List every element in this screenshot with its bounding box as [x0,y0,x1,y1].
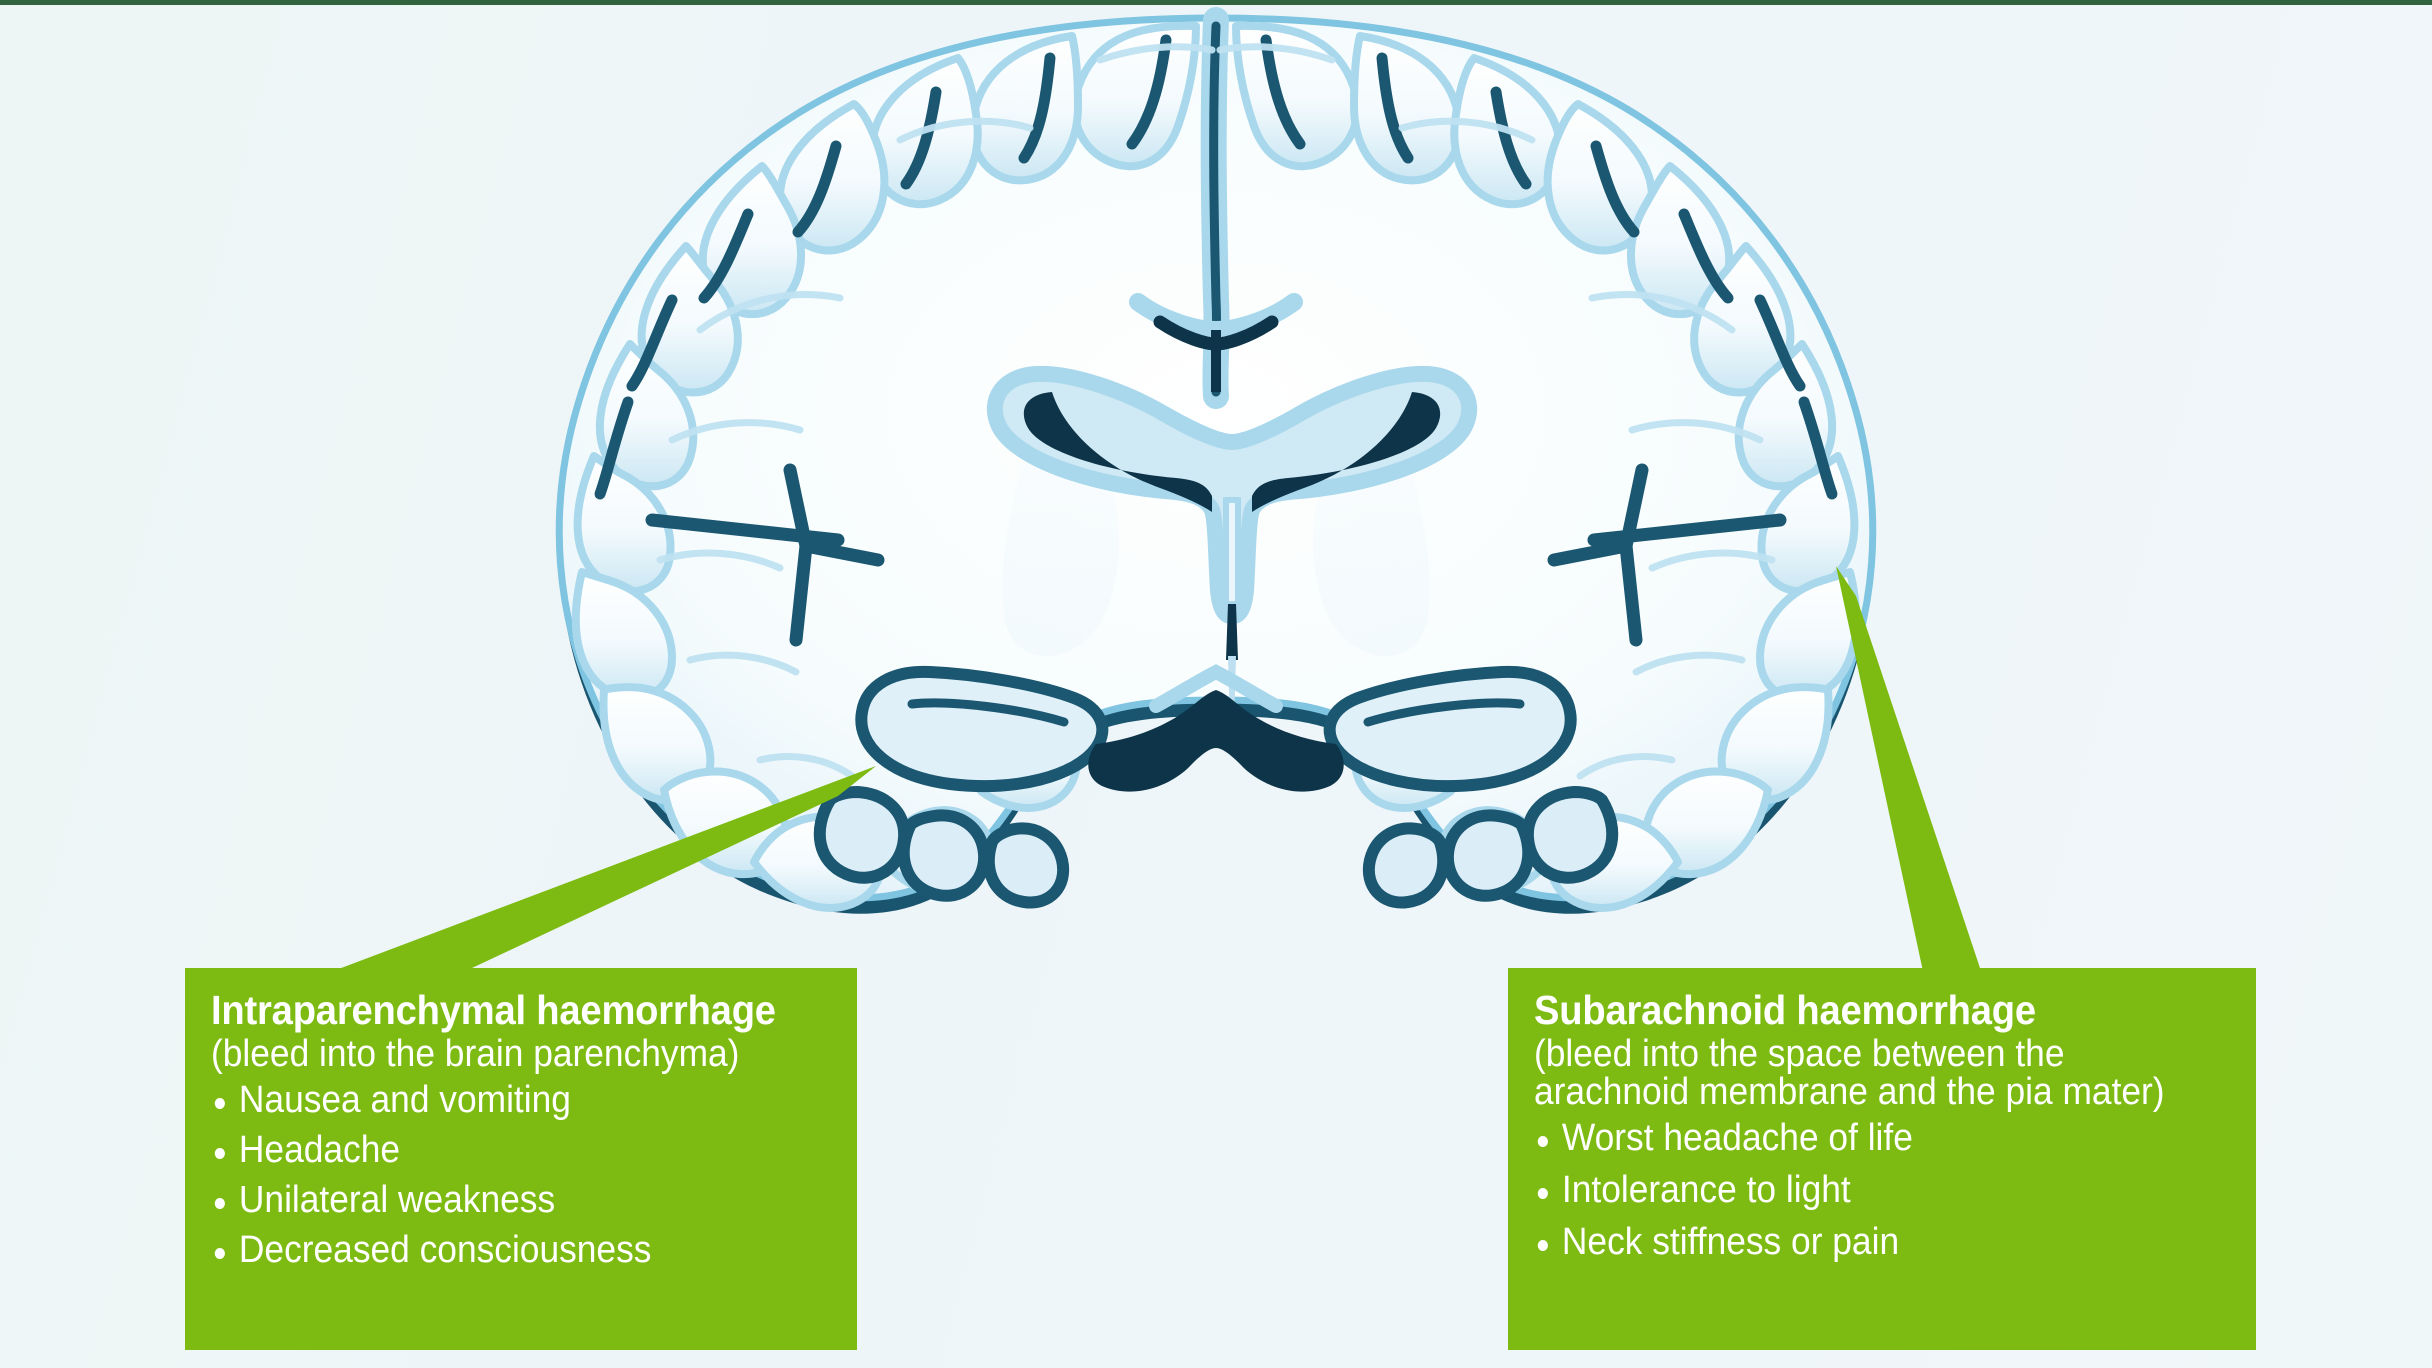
temporal-lobe-right [1323,665,1577,793]
lateral-ventricles [986,365,1478,724]
callout-subarachnoid-haemorrhage[interactable]: Subarachnoid haemorrhage (bleed into the… [1508,968,2256,1350]
callout-left-symptom-list: Nausea and vomiting Headache Unilateral … [211,1081,831,1269]
list-item: Decreased consciousness [211,1231,788,1269]
callout-right-subtitle: (bleed into the space between the arachn… [1534,1035,2181,1111]
midbrain-structure [1088,664,1344,792]
top-border-rule [0,0,2432,5]
inferior-temporal-gyri [813,786,1619,909]
list-item: Headache [211,1131,788,1169]
list-item: Nausea and vomiting [211,1081,788,1119]
list-item: Neck stiffness or pain [1534,1223,2181,1261]
list-item: Intolerance to light [1534,1171,2181,1209]
callout-intraparenchymal-haemorrhage[interactable]: Intraparenchymal haemorrhage (bleed into… [185,968,857,1350]
list-item: Unilateral weakness [211,1181,788,1219]
callout-right-title: Subarachnoid haemorrhage [1534,987,2036,1033]
sulcus-insular-right [1547,463,1787,647]
sulci-deep [594,34,1838,500]
callout-left-subtitle-line-1: (bleed into the brain parenchyma) [211,1033,740,1075]
callout-right-symptom-list: Worst headache of life Intolerance to li… [1534,1119,2230,1261]
corpus-callosum-septum [1129,293,1303,392]
basal-ganglia [1002,439,1430,656]
callout-left-title: Intraparenchymal haemorrhage [211,987,776,1033]
callout-left-subtitle: (bleed into the brain parenchyma) [211,1035,788,1073]
sulcus-insular-left [645,463,885,647]
callout-right-subtitle-line-2: arachnoid membrane and the pia mater) [1534,1071,2165,1113]
list-item: Worst headache of life [1534,1119,2181,1157]
temporal-lobe-left [855,665,1109,793]
callout-right-subtitle-line-1: (bleed into the space between the [1534,1033,2065,1075]
